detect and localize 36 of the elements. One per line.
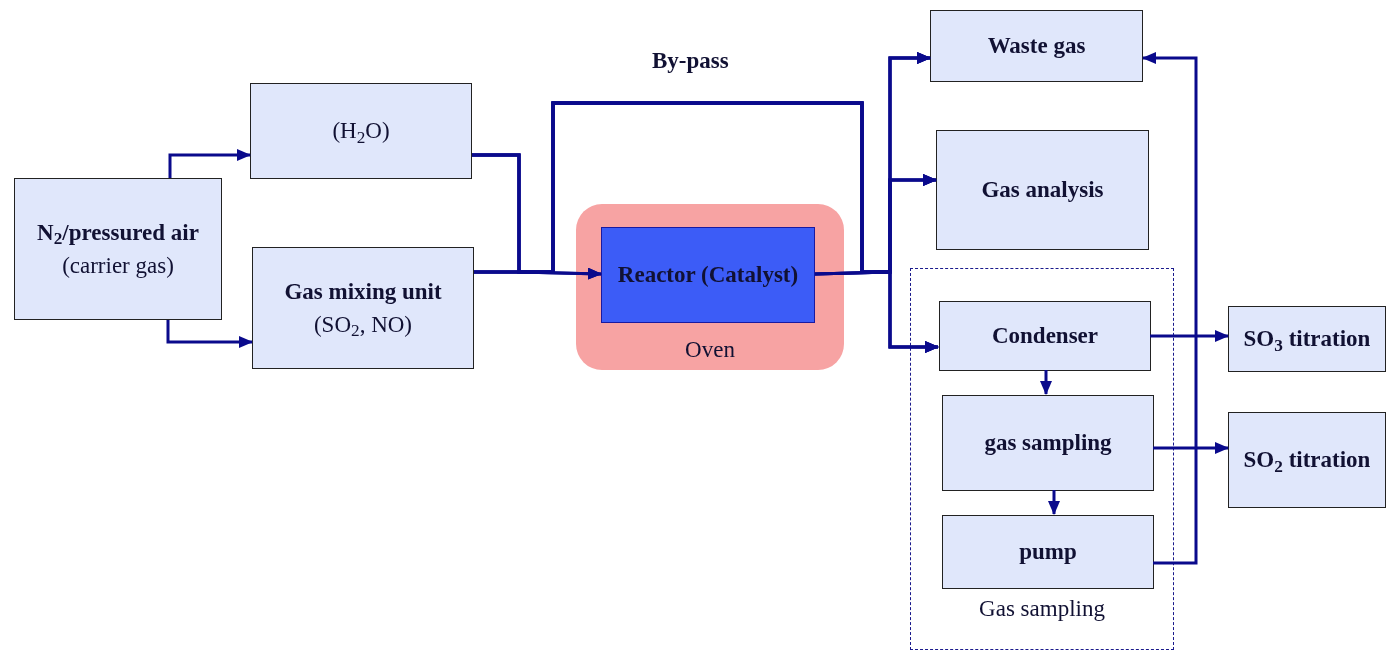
box-text: (H$_{2}$O)	[331, 117, 391, 148]
arrow	[1153, 442, 1229, 454]
condenser-box	[939, 301, 1151, 371]
mixing-unit-box	[252, 247, 474, 369]
box-text: (SO$_{2}$, NO)	[312, 311, 414, 342]
dashed-group-box	[910, 268, 1174, 650]
sampling-box	[942, 395, 1154, 491]
arrow	[1040, 370, 1052, 395]
box-text: Gas sampling	[978, 594, 1106, 623]
source-box	[14, 178, 222, 320]
box-heading: Gas mixing unit	[283, 277, 443, 306]
box-heading: Gas analysis	[980, 176, 1105, 205]
arrow	[1142, 52, 1198, 565]
box-heading: Waste gas	[986, 32, 1087, 61]
titration-box	[1228, 412, 1386, 508]
arrow	[1048, 490, 1060, 515]
humidifier-box	[250, 83, 472, 179]
box-heading: Condenser	[990, 322, 1100, 351]
analysis-box	[936, 130, 1149, 250]
box-heading: N$_{2}$/pressured air	[36, 218, 200, 249]
reactor-box	[601, 227, 815, 323]
titration-box	[1228, 306, 1386, 372]
box-text: Oven	[684, 335, 736, 364]
arrow	[1150, 330, 1229, 342]
oven-box	[576, 204, 844, 370]
arrow	[814, 270, 939, 353]
waste-gas-box	[930, 10, 1143, 82]
box-text: (carrier gas)	[61, 252, 175, 280]
box-heading: SO$_{2}$ titration	[1242, 446, 1372, 477]
box-heading: pump	[1018, 538, 1078, 567]
box-heading: gas sampling	[983, 429, 1113, 458]
arrow	[168, 149, 251, 178]
box-heading: SO$_{3}$ titration	[1242, 325, 1372, 356]
arrow	[166, 320, 253, 348]
pump-box	[942, 515, 1154, 589]
box-heading: Reactor (Catalyst)	[616, 261, 800, 290]
